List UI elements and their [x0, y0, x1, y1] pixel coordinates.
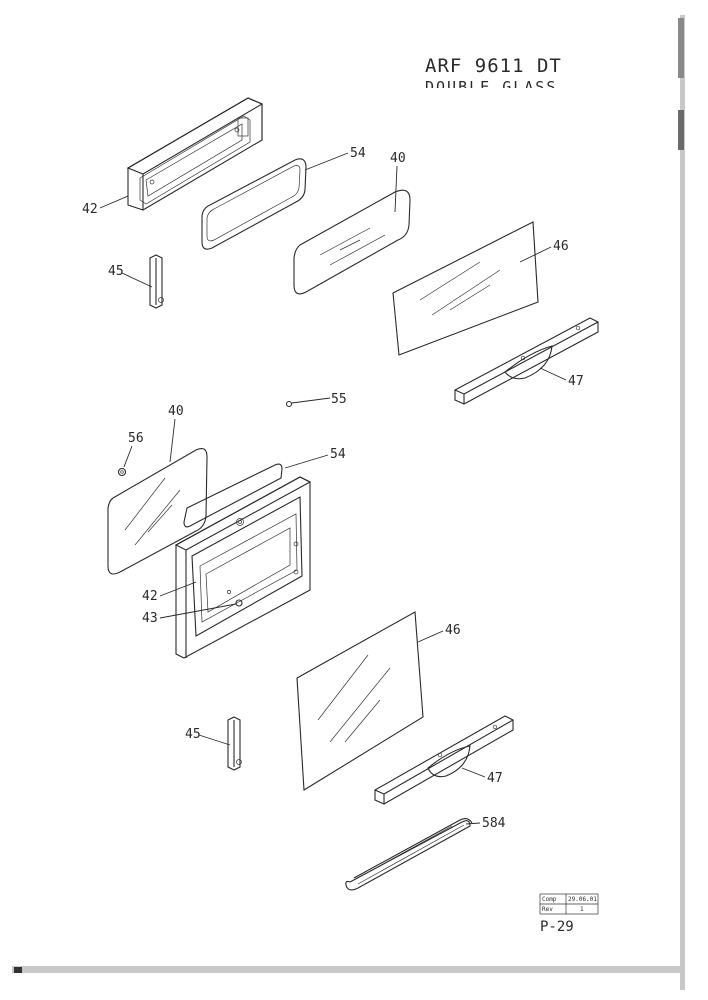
top-door-gasket	[201, 158, 307, 250]
scan-edge-bottom	[12, 966, 680, 973]
leader-top-outer-glass	[519, 246, 552, 263]
scan-mark-bottom	[14, 967, 22, 973]
middle-inner-glass	[107, 448, 208, 575]
page-number: P-29	[540, 919, 574, 935]
label-top-inner-glass: 40	[390, 151, 406, 166]
label-screw: 55	[331, 392, 347, 407]
scan-edge-right	[680, 15, 685, 990]
leader-top-gasket	[304, 152, 349, 171]
leader-middle-handle-bracket	[461, 767, 486, 778]
label-top-gasket: 54	[350, 146, 366, 161]
leader-pivot	[159, 603, 237, 619]
label-clip: 56	[128, 431, 144, 446]
drawing-title: ARF 9611 DT	[425, 55, 562, 77]
leader-middle-inner-glass	[169, 418, 176, 463]
middle-door-gasket	[183, 463, 283, 528]
label-seal: 584	[482, 816, 506, 831]
top-inner-glass	[293, 189, 411, 295]
scan-mark-mid	[678, 110, 684, 150]
stamp-row2-value: 1	[580, 906, 584, 913]
label-top-hinge: 45	[108, 264, 124, 279]
leader-top-handle-bracket	[539, 367, 567, 381]
leader-screw	[291, 397, 331, 404]
leader-top-hinge	[121, 272, 153, 288]
label-top-handle-bracket: 47	[568, 374, 584, 389]
subtitle-crop-mask	[420, 88, 570, 100]
top-door-hinge	[149, 254, 164, 309]
middle-door-hinge	[227, 716, 242, 771]
top-handle-bracket	[454, 317, 599, 405]
leader-clip	[123, 445, 133, 468]
label-top-frame: 42	[82, 202, 98, 217]
middle-handle-bracket	[374, 715, 514, 805]
stamp-row1-label: Comp	[542, 896, 557, 903]
label-middle-handle-bracket: 47	[487, 771, 503, 786]
door-seal	[345, 817, 473, 891]
label-middle-outer-glass: 46	[445, 623, 461, 638]
top-outer-glass	[392, 221, 539, 356]
stamp-row2-label: Rev	[542, 906, 553, 913]
middle-door-frame	[174, 476, 312, 659]
leader-top-inner-glass	[394, 165, 398, 213]
scan-mark-top	[678, 18, 684, 78]
leader-middle-frame	[159, 581, 197, 597]
label-middle-gasket: 54	[330, 447, 346, 462]
drawing-subtitle-group: DOUBLE GLASS	[420, 78, 570, 100]
revision-stamp: Comp 29.06.01 Rev 1	[539, 893, 599, 915]
frame-pivot	[227, 590, 243, 607]
leader-middle-outer-glass	[417, 630, 444, 643]
stamp-row1-value: 29.06.01	[568, 896, 597, 903]
leader-middle-hinge	[198, 734, 231, 746]
label-middle-frame: 42	[142, 589, 158, 604]
label-middle-hinge: 45	[185, 727, 201, 742]
label-pivot: 43	[142, 611, 158, 626]
glass-clip	[117, 467, 127, 477]
label-top-outer-glass: 46	[553, 239, 569, 254]
label-middle-inner-glass: 40	[168, 404, 184, 419]
top-door-frame	[126, 97, 264, 211]
leader-seal	[465, 822, 481, 825]
screw	[285, 400, 293, 408]
leader-middle-gasket	[284, 454, 329, 469]
leader-top-frame	[99, 195, 129, 209]
middle-outer-glass	[296, 611, 424, 791]
